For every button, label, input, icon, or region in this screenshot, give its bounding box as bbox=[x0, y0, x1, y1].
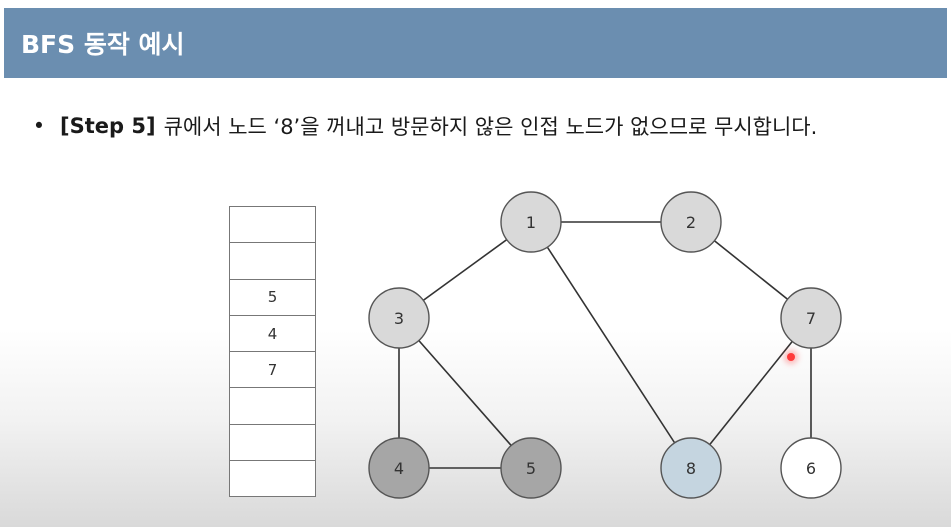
graph-node-circle bbox=[780, 287, 842, 349]
graph-node-label: 5 bbox=[526, 459, 536, 478]
graph-node-label: 2 bbox=[686, 213, 696, 232]
graph-edges bbox=[398, 221, 812, 469]
graph-node-label: 1 bbox=[526, 213, 536, 232]
graph-node-5: 5 bbox=[500, 437, 562, 499]
graph-node-label: 4 bbox=[394, 459, 404, 478]
graph-edge-1-8 bbox=[530, 221, 692, 469]
graph-node-1: 1 bbox=[500, 191, 562, 253]
queue-cell bbox=[230, 425, 315, 462]
graph-node-2: 2 bbox=[660, 191, 722, 253]
graph-node-label: 8 bbox=[686, 459, 696, 478]
graph-node-circle bbox=[660, 191, 722, 253]
graph-node-circle bbox=[500, 437, 562, 499]
queue-cell bbox=[230, 388, 315, 425]
queue-cell bbox=[230, 207, 315, 244]
graph-node-circle bbox=[660, 437, 722, 499]
graph-node-circle bbox=[368, 287, 430, 349]
graph-node-circle bbox=[368, 437, 430, 499]
top-strip bbox=[0, 0, 951, 8]
queue-box: 5 4 7 bbox=[229, 206, 316, 498]
graph-node-label: 6 bbox=[806, 459, 816, 478]
graph-node-3: 3 bbox=[368, 287, 430, 349]
bullet-point: • bbox=[32, 114, 46, 138]
graph-node-6: 6 bbox=[780, 437, 842, 499]
graph-node-7: 7 bbox=[780, 287, 842, 349]
graph-node-label: 7 bbox=[806, 309, 816, 328]
graph-nodes: 1 2 3 7 4 5 8 6 bbox=[368, 191, 842, 499]
queue-cell bbox=[230, 461, 315, 498]
pointer-cursor-icon bbox=[787, 353, 795, 361]
queue-cell bbox=[230, 243, 315, 280]
graph-node-8: 8 bbox=[660, 437, 722, 499]
graph-node-label: 3 bbox=[394, 309, 404, 328]
graph-node-circle bbox=[500, 191, 562, 253]
graph-node-circle bbox=[780, 437, 842, 499]
page-title: BFS 동작 예시 bbox=[21, 30, 185, 59]
queue-cell: 4 bbox=[230, 316, 315, 353]
graph-edge-3-5 bbox=[398, 317, 532, 469]
step-label: [Step 5] bbox=[60, 114, 156, 138]
slide-header: BFS 동작 예시 bbox=[4, 8, 947, 78]
graph-edge-7-8 bbox=[690, 317, 812, 469]
queue-cell: 5 bbox=[230, 280, 315, 316]
step-text: 큐에서 노드 ‘8’을 꺼내고 방문하지 않은 인접 노드가 없으므로 무시합니… bbox=[163, 115, 818, 139]
step-description: • [Step 5] 큐에서 노드 ‘8’을 꺼내고 방문하지 않은 인접 노드… bbox=[28, 111, 818, 141]
queue-cell: 7 bbox=[230, 352, 315, 389]
graph-node-4: 4 bbox=[368, 437, 430, 499]
